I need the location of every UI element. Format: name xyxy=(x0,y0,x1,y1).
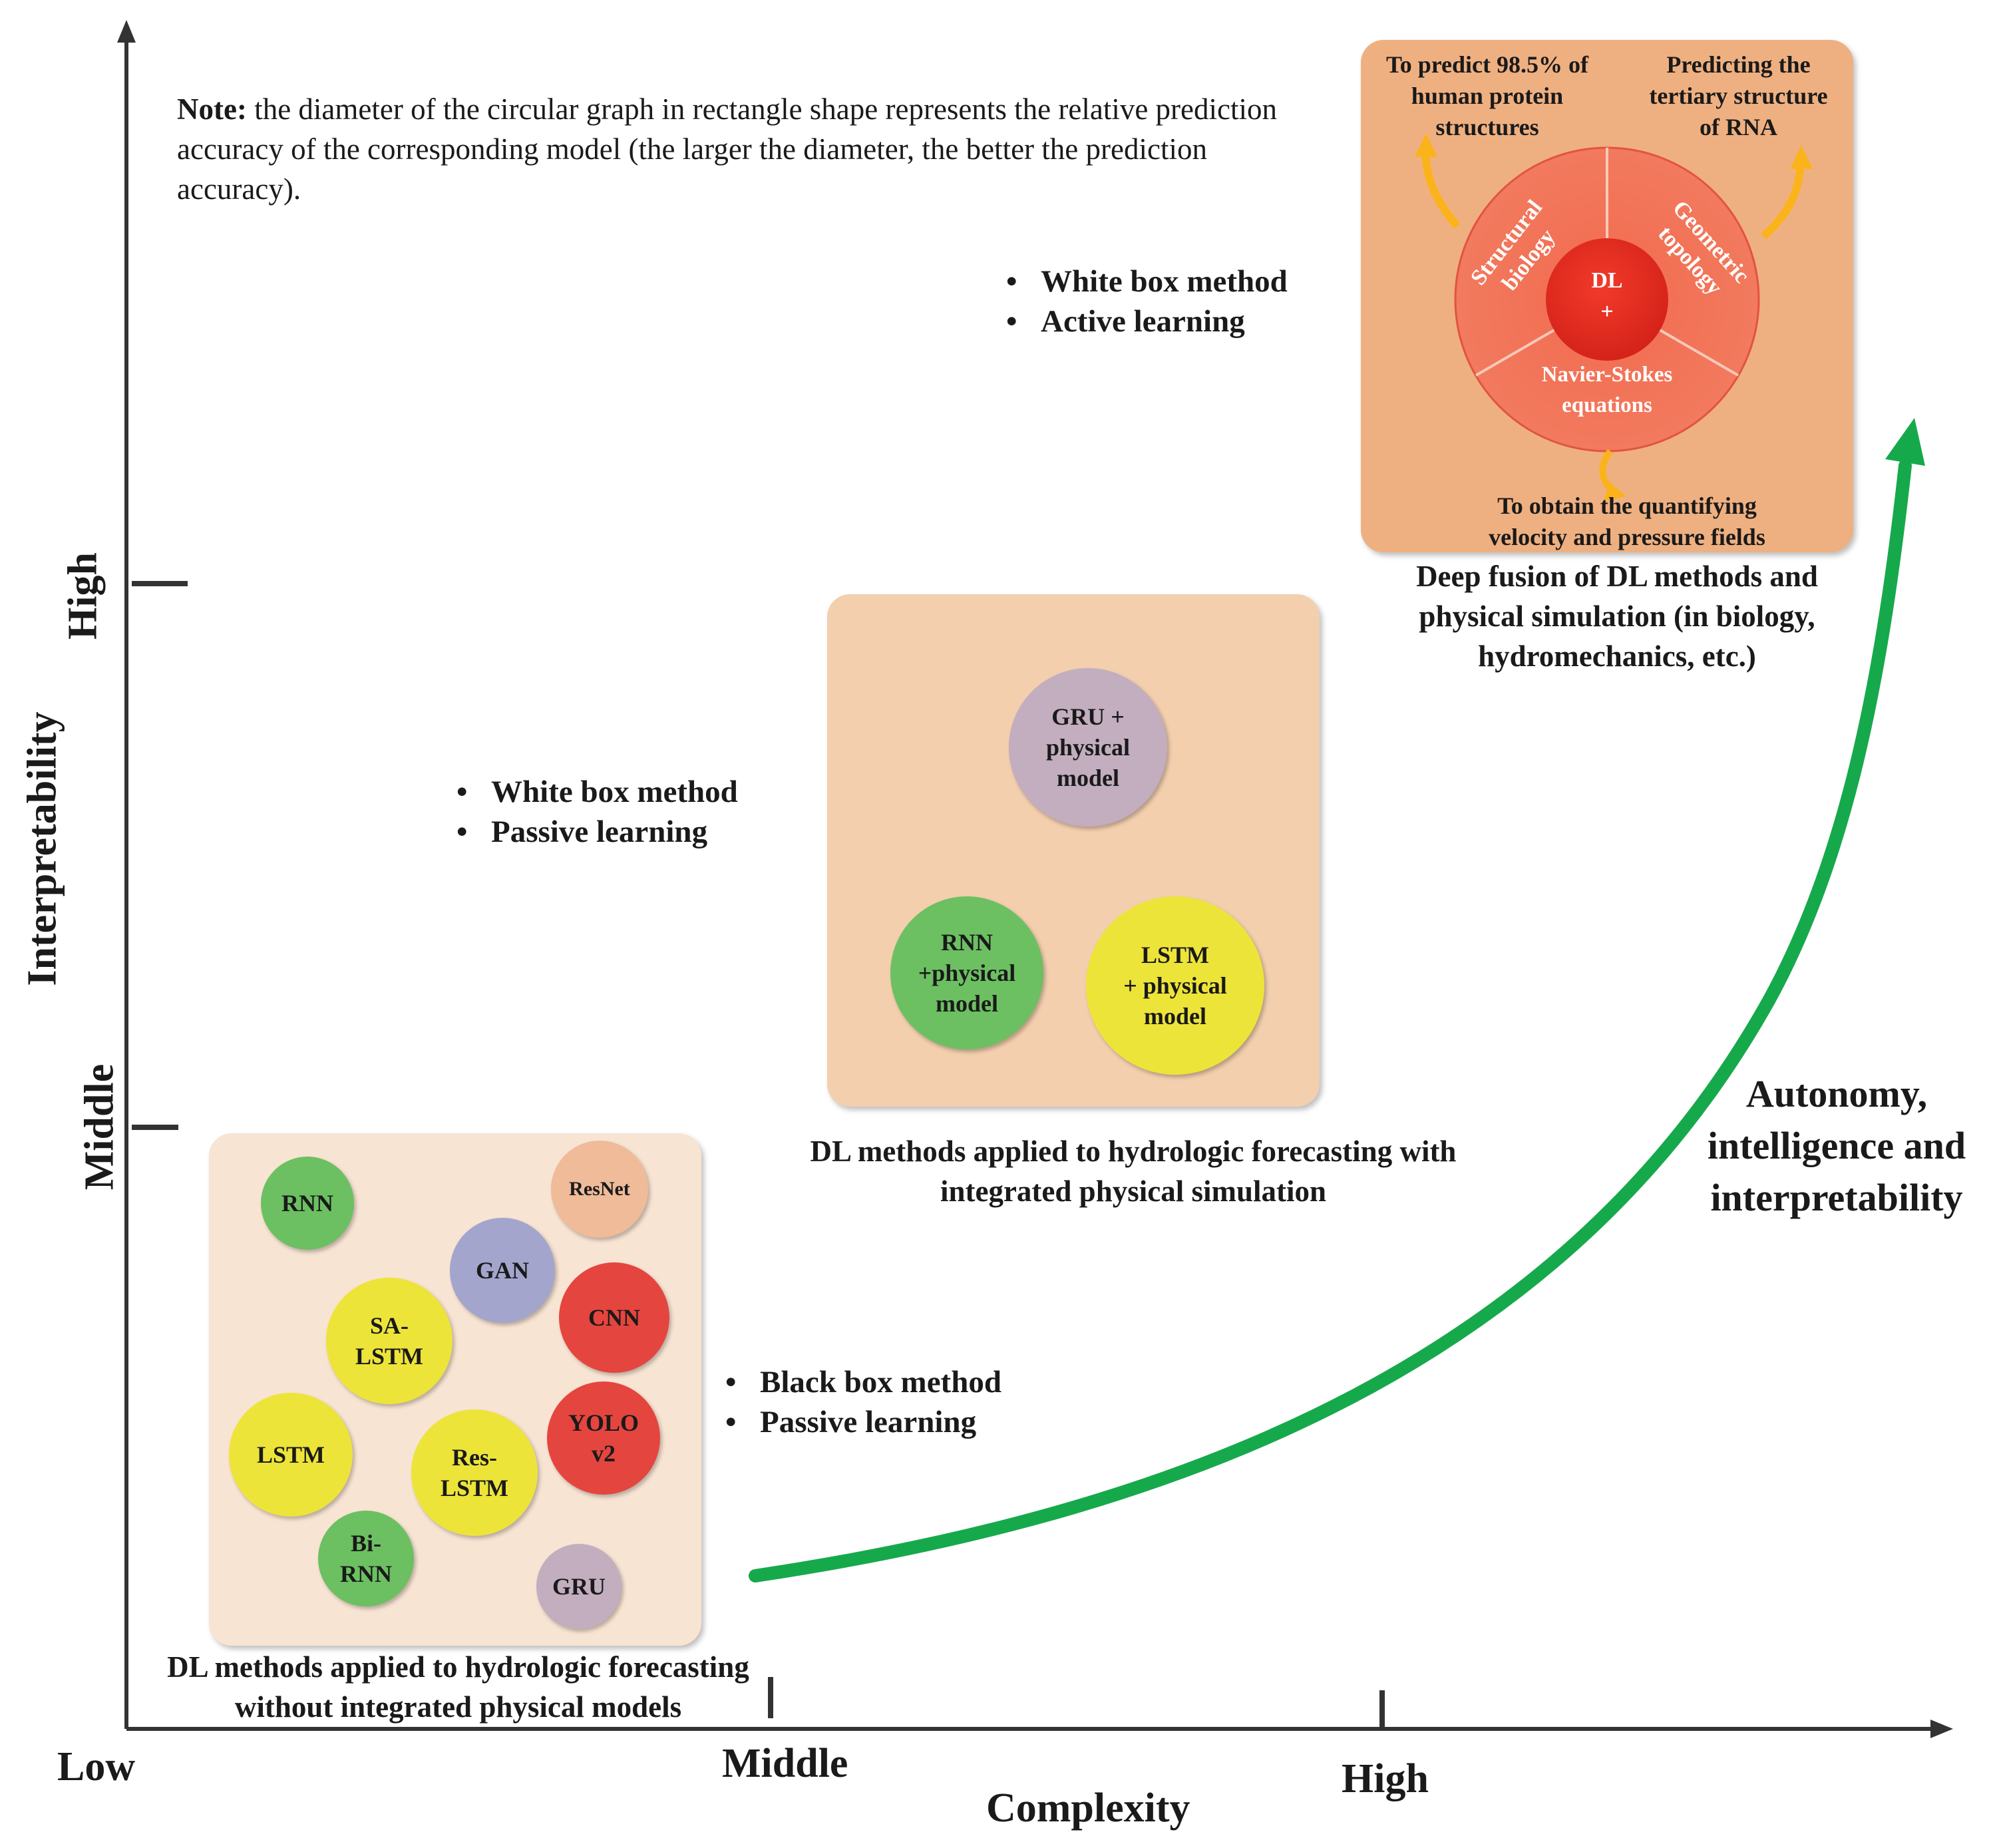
y-axis-arrowhead xyxy=(117,20,136,43)
x-tick-label-middle: Middle xyxy=(722,1741,848,1786)
model-yolo-v2: YOLO v2 xyxy=(547,1382,660,1495)
stage2-caption: DL methods applied to hydrologic forecas… xyxy=(810,1135,1457,1208)
model-lstm-physical: LSTM + physical model xyxy=(1086,896,1264,1075)
model-cnn: CNN xyxy=(559,1262,669,1373)
stage3-caption: Deep fusion of DL methods and physical s… xyxy=(1416,560,1818,673)
model-sa-lstm: SA- LSTM xyxy=(326,1278,452,1404)
note-text: Note: the diameter of the circular graph… xyxy=(177,89,1308,209)
x-tick-label-low: Low xyxy=(57,1744,136,1789)
outcome-arrow-left xyxy=(1421,146,1461,229)
trend-arrow xyxy=(749,459,1912,1582)
x-tick-label-high: High xyxy=(1342,1756,1429,1801)
wheel-center-label: DL + xyxy=(1591,268,1623,324)
stage2-bullets: White box method Passive learning xyxy=(456,772,738,852)
model-res-lstm: Res- LSTM xyxy=(411,1409,538,1536)
model-gru: GRU xyxy=(536,1544,622,1629)
stage3-bullets: White box method Active learning xyxy=(1006,262,1288,341)
stage3-bullet-method: White box method xyxy=(1006,262,1288,301)
stage2-bullet-method: White box method xyxy=(456,772,738,812)
x-axis-arrowhead xyxy=(1930,1720,1953,1738)
outcome-velocity: To obtain the quantifying velocity and p… xyxy=(1489,492,1765,550)
note-body: the diameter of the circular graph in re… xyxy=(177,92,1277,206)
model-resnet: ResNet xyxy=(551,1141,648,1238)
stage1-caption: DL methods applied to hydrologic forecas… xyxy=(167,1650,749,1724)
outcome-rna: Predicting the tertiary structure of RNA xyxy=(1649,51,1828,140)
model-bi-rnn: Bi- RNN xyxy=(318,1511,414,1606)
stage1-bullet-learning: Passive learning xyxy=(725,1402,1001,1442)
sector-navier-stokes: Navier-Stokes equations xyxy=(1541,363,1673,417)
trend-arrowhead xyxy=(1885,418,1925,466)
model-lstm: LSTM xyxy=(229,1393,353,1517)
outcome-arrow-bottom-head xyxy=(1604,482,1626,500)
stage1-bullets: Black box method Passive learning xyxy=(725,1362,1001,1442)
model-rnn: RNN xyxy=(261,1157,354,1250)
outcome-protein: To predict 98.5% of human protein struct… xyxy=(1385,51,1588,140)
model-rnn-physical: RNN +physical model xyxy=(890,896,1043,1049)
stage2-bullet-learning: Passive learning xyxy=(456,812,738,852)
wheel-divider-left xyxy=(1475,327,1558,377)
wheel-divider-right xyxy=(1656,327,1739,377)
stage3-bullet-learning: Active learning xyxy=(1006,301,1288,341)
model-gan: GAN xyxy=(450,1218,555,1323)
outcome-arrow-left-head xyxy=(1415,133,1437,157)
model-gru-physical: GRU + physical model xyxy=(1009,668,1167,827)
outcome-arrow-right xyxy=(1761,159,1805,240)
x-axis-title: Complexity xyxy=(986,1785,1190,1831)
wheel-center xyxy=(1546,238,1668,361)
stage1-bullet-method: Black box method xyxy=(725,1362,1001,1402)
note-label: Note: xyxy=(177,92,247,126)
trend-label: Autonomy, intelligence and interpretabil… xyxy=(1707,1072,1966,1219)
outcome-arrow-right-head xyxy=(1790,145,1813,169)
